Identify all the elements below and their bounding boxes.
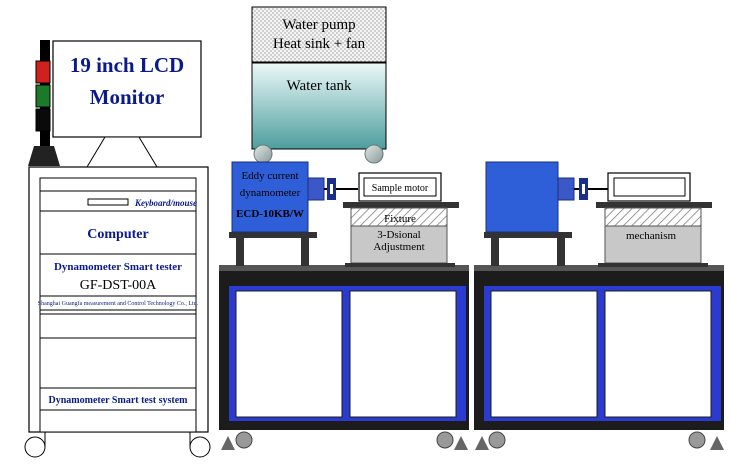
tank-label: Water tank xyxy=(286,78,352,94)
tank-wheel-right xyxy=(364,144,384,164)
tank-wheel-left xyxy=(253,144,273,164)
coupling-left xyxy=(324,178,358,200)
sample-motor-right xyxy=(607,172,691,202)
keyboard-slot xyxy=(87,198,129,206)
keyboard-label: Keyboard/mouse xyxy=(134,198,197,208)
signal-tower xyxy=(28,40,60,166)
fixture-label-line3: Adjustment xyxy=(373,241,424,253)
monitor-title-line1: 19 inch LCD xyxy=(70,53,184,77)
dyno-label-line3: ECD-10KB/W xyxy=(236,208,304,220)
eddy-current-dynamometer: Eddy current dynamometer ECD-10KB/W xyxy=(229,161,325,266)
sample-motor-label: Sample motor xyxy=(372,183,429,194)
bench-left xyxy=(219,265,469,450)
sample-motor: Sample motor xyxy=(358,172,442,202)
model-label: GF-DST-00A xyxy=(80,278,157,293)
monitor-title-line2: Monitor xyxy=(90,85,165,109)
console-cabinet: Keyboard/mouse Computer Dynamometer Smar… xyxy=(24,166,211,458)
dynamometer-right xyxy=(484,161,575,266)
water-pump-unit: Water pump Heat sink + fan xyxy=(251,6,387,63)
system-label: Dynamometer Smart test system xyxy=(49,395,189,406)
pump-label-line1: Water pump xyxy=(282,17,355,33)
tester-label: Dynamometer Smart tester xyxy=(54,261,182,273)
coupling-right xyxy=(574,178,608,200)
fixture-label-line2: 3-Dsional xyxy=(377,229,420,241)
fixture-left: Fixture 3-Dsional Adjustment xyxy=(343,202,459,267)
computer-label: Computer xyxy=(87,227,148,242)
water-tank: Water tank xyxy=(251,62,387,164)
dyno-label-line2: dynamometer xyxy=(240,187,301,199)
console-wheel-left xyxy=(24,436,46,458)
dyno-label-line1: Eddy current xyxy=(241,170,298,182)
fixture-label-line1: Fixture xyxy=(384,213,416,225)
company-label: Shanghai Guangfa measurement and Control… xyxy=(38,300,199,307)
pump-label-line2: Heat sink + fan xyxy=(273,36,366,52)
lcd-monitor: 19 inch LCD Monitor xyxy=(52,40,202,168)
bench-right xyxy=(474,265,724,450)
fixture-right: mechanism xyxy=(596,202,712,267)
mechanism-label: mechanism xyxy=(626,230,677,242)
console-wheel-right xyxy=(189,436,211,458)
monitor-stand xyxy=(86,136,158,168)
